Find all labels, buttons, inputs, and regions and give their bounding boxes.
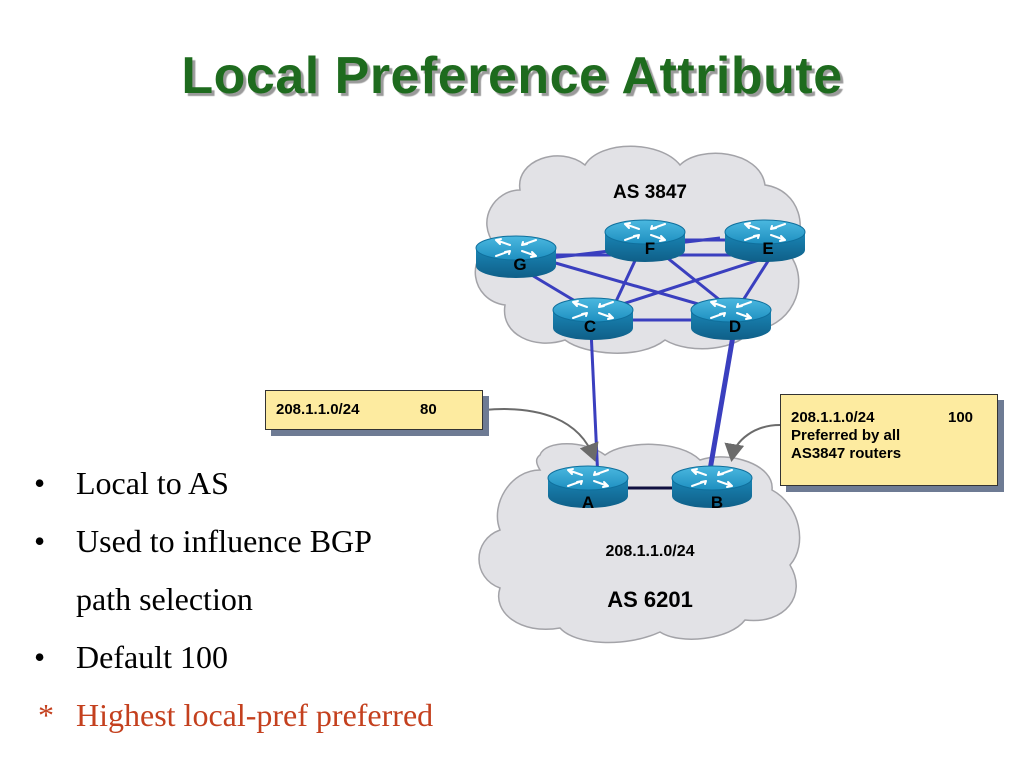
bullet-text: path selection [76,581,253,617]
callout-left-arrow [483,408,599,462]
as-6201-label: AS 6201 [607,587,693,612]
router-c-label: C [584,317,596,336]
callout-right-prefix: 208.1.1.0/24 [791,409,875,426]
callout-left-prefix: 208.1.1.0/24 [276,401,360,418]
slide-title: Local Preference Attribute [181,47,843,105]
router-d-icon [690,297,772,340]
router-b-label: B [711,493,723,512]
router-g-icon [475,235,557,278]
bullet-item: • Used to influence BGP [30,512,433,570]
callout-right-arrow [724,424,781,462]
bullet-mark: • [34,639,46,675]
bullet-mark: * [38,697,54,733]
callout-left-value: 80 [420,401,437,418]
router-b-icon [671,465,753,508]
router-e-label: E [762,239,773,258]
bullet-text: Used to influence BGP [76,523,372,559]
as-6201-prefix-label: 208.1.1.0/24 [606,543,695,560]
ebgp-link-d-b [707,329,737,471]
router-a-label: A [582,493,594,512]
router-e-icon [724,219,806,262]
router-f-label: F [645,239,655,258]
bullet-item-highlight: * Highest local-pref preferred [30,686,433,744]
router-g-label: G [513,255,526,274]
bullet-item: • Default 100 [30,628,433,686]
router-c-icon [552,297,634,340]
callout-right-line2: Preferred by all [791,427,901,444]
bullet-list: • Local to AS • Used to influence BGP pa… [30,454,433,744]
bullet-mark: • [34,465,46,501]
callout-local-pref-80: 208.1.1.0/24 80 [265,390,483,430]
bullet-text: Highest local-pref preferred [76,697,434,733]
bullet-text: Default 100 [76,639,228,675]
as-3847-label: AS 3847 [613,182,687,203]
router-f-icon [604,219,686,262]
router-d-label: D [729,317,741,336]
callout-right-value: 100 [948,409,974,426]
callout-right-line3: AS3847 routers [791,445,902,462]
bullet-mark: • [34,523,46,559]
router-a-icon [547,465,629,508]
bullet-item: • Local to AS [30,454,433,512]
callout-local-pref-100: 208.1.1.0/24 100 Preferred by all AS3847… [780,394,998,486]
bullet-text: Local to AS [76,465,229,501]
bullet-continuation: path selection [30,570,433,628]
